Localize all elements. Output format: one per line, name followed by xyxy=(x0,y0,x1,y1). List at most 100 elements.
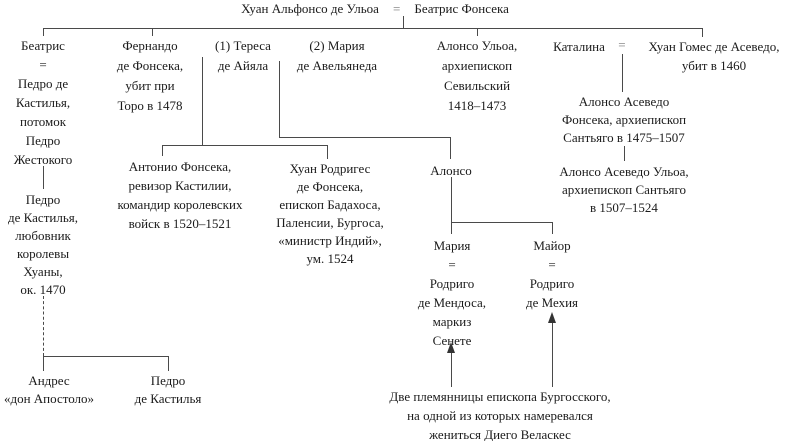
text-line: де Мехия xyxy=(525,295,579,310)
connector-children-bar-top xyxy=(43,28,702,29)
connector-top-stem xyxy=(403,16,404,28)
text-line: Педро xyxy=(25,192,61,207)
text-line: командир королевских xyxy=(117,197,243,212)
connector-alonso-stem xyxy=(451,177,452,223)
connector-drop-maria xyxy=(451,222,452,234)
text-line: архиепископ xyxy=(441,58,513,73)
marriage-equals-icon: = xyxy=(392,1,401,16)
connector-katalina-descent xyxy=(622,54,623,92)
text-line: Хуан Родригес xyxy=(289,161,371,176)
text-line: (1) Тереса xyxy=(215,38,271,53)
text-line: де Айяла xyxy=(217,58,269,73)
arrow-up-icon xyxy=(447,342,455,353)
text-line: Антонио Фонсека, xyxy=(128,159,232,174)
connector-acevedo-descent xyxy=(624,146,625,161)
text-line: Две племянницы епископа Бургосского, xyxy=(389,389,611,404)
text-line: де Фонсека, xyxy=(116,58,184,73)
text-line: = xyxy=(39,57,47,72)
text-line: Паленсии, Бургоса, xyxy=(276,215,384,230)
connector-teresa-marriage xyxy=(202,57,203,146)
text-line: Жестокого xyxy=(13,152,73,167)
connector-teresa-children-bar xyxy=(162,145,327,146)
text-line: епископ Бадахоса, xyxy=(279,197,381,212)
text-line: Хуан Гомес де Асеведо, xyxy=(648,39,780,54)
footnote-nieces: Две племянницы епископа Бургосского, на о… xyxy=(350,387,650,441)
marriage-equals-icon: = xyxy=(618,37,626,52)
text-line: Каталина xyxy=(553,39,605,54)
wife-name: Беатрис Фонсека xyxy=(414,1,509,16)
text-line: потомок xyxy=(19,114,67,129)
node-pedro-kastilya-jr: Педро де Кастилья xyxy=(113,372,223,408)
text-line: де Кастилья xyxy=(134,391,202,406)
text-line: = xyxy=(548,257,556,272)
text-line: на одной из которых намеревался xyxy=(407,408,593,423)
text-line: ум. 1524 xyxy=(306,251,354,266)
connector-maria-av-marriage xyxy=(279,61,280,137)
text-line: архиепископ Сантьяго xyxy=(561,182,687,197)
connector-beatris-pedro xyxy=(43,166,44,189)
connector-bottom-children-bar xyxy=(43,356,168,357)
text-line: Педро xyxy=(25,133,61,148)
text-line: де Мендоса, xyxy=(417,295,487,310)
text-line: ок. 1470 xyxy=(20,282,66,297)
text-line: «дон Апостоло» xyxy=(3,391,95,406)
text-line: Торо в 1478 xyxy=(117,98,183,113)
text-line: = xyxy=(448,257,456,272)
text-line: Фернандо xyxy=(122,38,178,53)
text-line: Беатрис xyxy=(21,38,65,53)
text-line: маркиз xyxy=(432,314,472,329)
node-alonso-acevedo-ulloa: Алонсо Асеведо Ульоа, архиепископ Сантьяг… xyxy=(539,163,709,217)
connector-drop-andres xyxy=(43,356,44,371)
text-line: убит при xyxy=(125,78,175,93)
text-line: Мария xyxy=(433,238,471,253)
connector-drop-juan-rodriges xyxy=(327,145,328,159)
node-juan-rodriges-fonseca: Хуан Родригес де Фонсека, епископ Бадахоса… xyxy=(255,160,405,268)
text-line: Алонсо Асеведо xyxy=(578,94,670,109)
text-line: жениться Диего Веласкес xyxy=(429,427,571,441)
text-line: де Кастилья, xyxy=(8,210,78,225)
text-line: Алонсо Ульоа, xyxy=(436,38,518,53)
node-juan-gomes-acevedo: Хуан Гомес де Асеведо, убит в 1460 xyxy=(634,37,790,75)
connector-drop-pedro-jr xyxy=(168,356,169,371)
arrow-shaft-to-mayor xyxy=(552,322,553,387)
text-line: Сантьяго в 1475–1507 xyxy=(563,130,685,145)
text-line: Родриго xyxy=(429,276,475,291)
text-line: ревизор Кастилии, xyxy=(128,178,232,193)
node-teresa-ayala: (1) Тереса де Айяла xyxy=(193,36,293,76)
text-line: королевы xyxy=(16,246,70,261)
node-top-couple: Хуан Альфонсо де Ульоа = Беатрис Фонсека xyxy=(0,1,770,17)
text-line: Педро xyxy=(150,373,186,388)
connector-drop-juan-gomes xyxy=(702,28,703,37)
text-line: Алонсо Асеведо Ульоа, xyxy=(559,164,689,179)
text-line: убит в 1460 xyxy=(681,58,747,73)
node-andres-don-apostolo: Андрес«дон Апостоло» xyxy=(0,372,109,408)
text-line: Фонсека, архиепископ xyxy=(561,112,687,127)
connector-drop-alonso-ulloa xyxy=(477,28,478,36)
text-line: Алонсо xyxy=(430,163,472,178)
connector-drop-antonio xyxy=(162,145,163,156)
text-line: в 1507–1524 xyxy=(590,200,658,215)
node-mayor-mehia: Майор = Родриго де Мехия xyxy=(502,236,602,312)
text-line: Севильский xyxy=(443,78,511,93)
connector-drop-alonso xyxy=(450,137,451,159)
text-line: войск в 1520–1521 xyxy=(128,216,232,231)
text-line: любовник xyxy=(15,228,71,243)
text-line: Хуаны, xyxy=(23,264,63,279)
text-line: 1418–1473 xyxy=(447,98,507,113)
text-line: де Фонсека, xyxy=(296,179,364,194)
connector-illegitimate-dashed xyxy=(43,296,45,356)
text-line: (2) Мария xyxy=(309,38,365,53)
connector-alonso-children-bar xyxy=(451,222,552,223)
text-line: Майор xyxy=(533,238,571,253)
text-line: Педро де xyxy=(17,76,69,91)
arrow-shaft-to-maria xyxy=(451,352,452,387)
text-line: Родриго xyxy=(529,276,575,291)
